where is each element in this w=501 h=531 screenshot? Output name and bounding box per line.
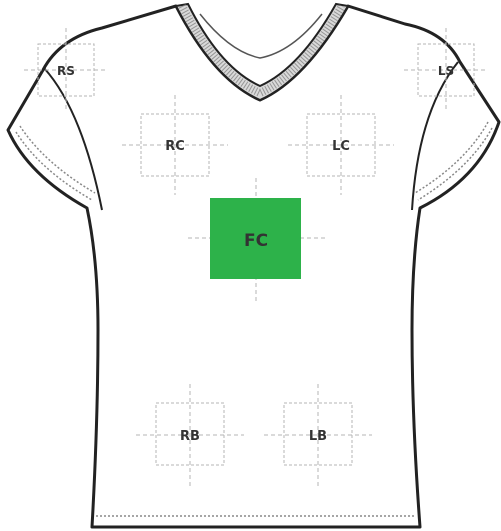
zone-label-lc: LC xyxy=(332,139,350,154)
zone-label-rc: RC xyxy=(165,139,185,154)
zone-label-rs: RS xyxy=(57,64,75,78)
zone-label-ls: LS xyxy=(438,64,454,78)
zone-label-lb: LB xyxy=(309,429,327,444)
zone-label-fc: FC xyxy=(244,231,268,251)
zone-label-rb: RB xyxy=(180,429,200,444)
